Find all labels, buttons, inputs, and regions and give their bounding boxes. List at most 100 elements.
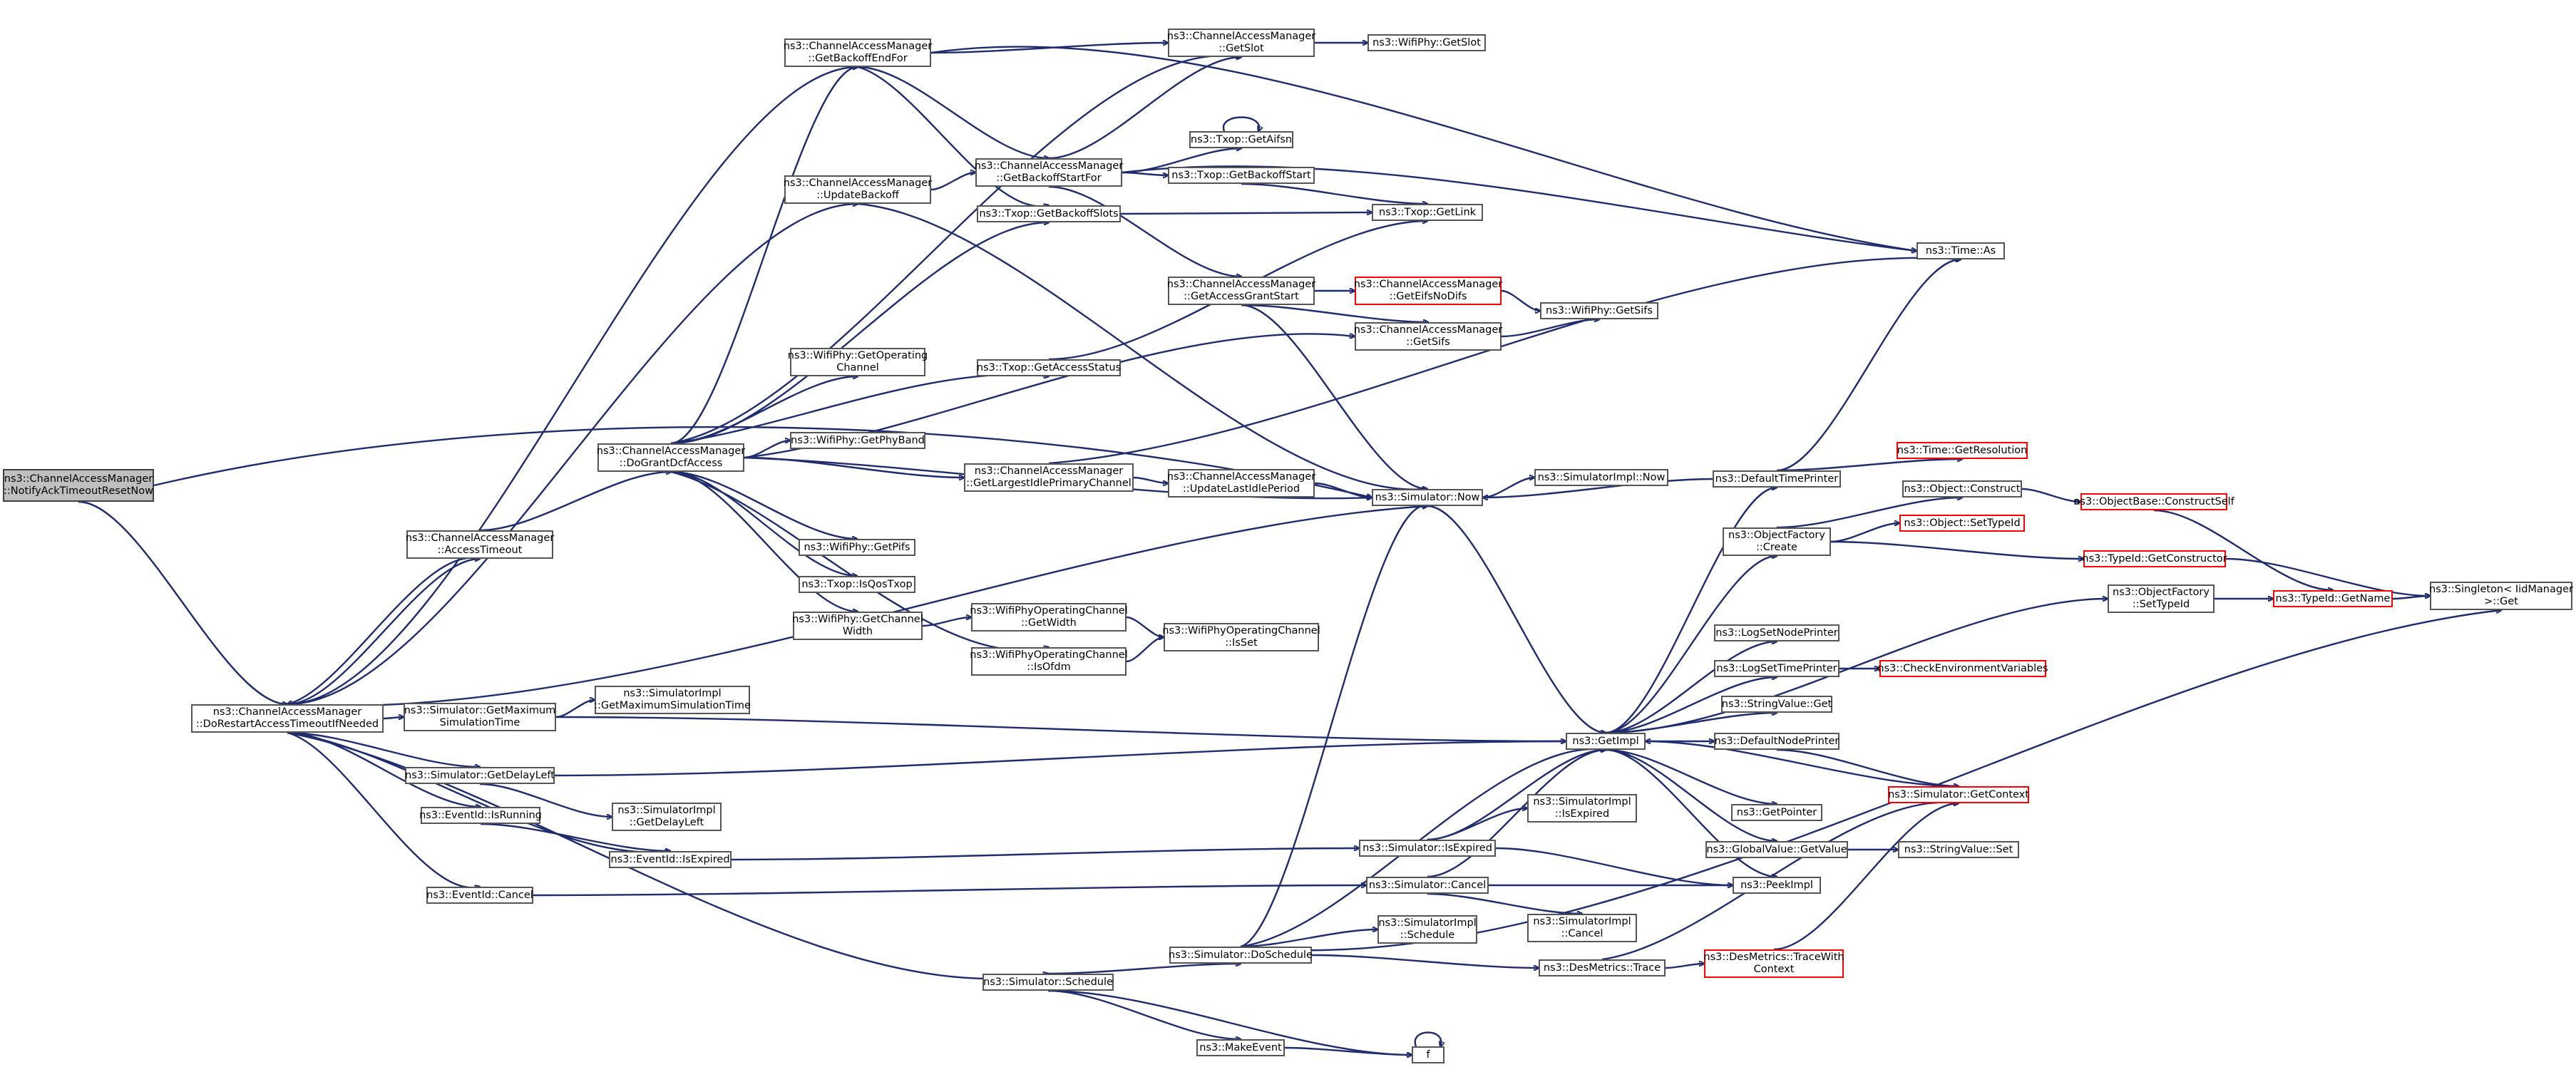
node-label: ns3::WifiPhy::GetChannel (792, 614, 923, 625)
call-edge (2153, 509, 2333, 590)
node-typeid-get-constructor[interactable]: ns3::TypeId::GetConstructor (2082, 550, 2227, 567)
node-simulator-is-expired[interactable]: ns3::Simulator::IsExpired (1359, 840, 1496, 857)
node-simulator-get-delay-left[interactable]: ns3::Simulator::GetDelayLeft (405, 767, 555, 784)
node-simulator-cancel[interactable]: ns3::Simulator::Cancel (1366, 877, 1489, 894)
node-time-as[interactable]: ns3::Time::As (1916, 242, 2005, 259)
node-get-impl[interactable]: ns3::GetImpl (1566, 733, 1646, 750)
node-log-set-time-printer[interactable]: ns3::LogSetTimePrinter (1714, 660, 1839, 677)
node-eventid-is-expired[interactable]: ns3::EventId::IsExpired (609, 851, 732, 868)
node-f[interactable]: f (1412, 1046, 1444, 1063)
node-operating-channel-is-set[interactable]: ns3::WifiPhyOperatingChannel::IsSet (1162, 623, 1320, 651)
node-notify-ack-timeout-reset-now[interactable]: ns3::ChannelAccessManager::NotifyAckTime… (3, 469, 154, 502)
node-label: ::Create (1756, 542, 1797, 553)
node-singleton-iidmanager-get[interactable]: ns3::Singleton< IidManager>::Get (2429, 582, 2573, 610)
node-label: >::Get (2484, 596, 2518, 607)
node-string-value-set[interactable]: ns3::StringValue::Set (1898, 841, 2019, 858)
node-eventid-cancel[interactable]: ns3::EventId::Cancel (426, 887, 533, 904)
node-check-environment-variables[interactable]: ns3::CheckEnvironmentVariables (1877, 660, 2048, 677)
node-label: ns3::ChannelAccessManager (974, 160, 1124, 172)
node-default-node-printer[interactable]: ns3::DefaultNodePrinter (1714, 733, 1839, 750)
node-time-get-resolution[interactable]: ns3::Time::GetResolution (1897, 442, 2028, 459)
node-simulatorimpl-get-maximum-simulation-time[interactable]: ns3::SimulatorImpl::GetMaximumSimulation… (594, 686, 751, 714)
node-access-timeout[interactable]: ns3::ChannelAccessManager::AccessTimeout (406, 530, 554, 559)
node-simulatorimpl-get-delay-left[interactable]: ns3::SimulatorImpl::GetDelayLeft (612, 803, 722, 831)
call-edge (1314, 482, 1372, 498)
node-get-access-grant-start[interactable]: ns3::ChannelAccessManager::GetAccessGran… (1167, 277, 1315, 305)
node-desmetrics-trace[interactable]: ns3::DesMetrics::Trace (1539, 959, 1666, 976)
node-get-phy-band[interactable]: ns3::WifiPhy::GetPhyBand (790, 432, 925, 449)
node-object-factory-create[interactable]: ns3::ObjectFactory::Create (1723, 527, 1831, 556)
node-cam-get-sifs[interactable]: ns3::ChannelAccessManager::GetSifs (1354, 322, 1502, 351)
call-edge (1605, 748, 1777, 804)
node-update-backoff[interactable]: ns3::ChannelAccessManager::UpdateBackoff (783, 175, 933, 204)
call-edge (1047, 989, 1412, 1055)
node-simulatorimpl-schedule[interactable]: ns3::SimulatorImpl::Schedule (1377, 915, 1477, 944)
node-make-event[interactable]: ns3::MakeEvent (1196, 1039, 1285, 1056)
node-object-base-construct-self[interactable]: ns3::ObjectBase::ConstructSelf (2073, 493, 2234, 510)
node-get-backoff-start-for[interactable]: ns3::ChannelAccessManager::GetBackoffSta… (974, 158, 1124, 187)
node-do-grant-dcf-access[interactable]: ns3::ChannelAccessManager::DoGrantDcfAcc… (597, 443, 745, 472)
node-label: ::Schedule (1400, 929, 1455, 941)
node-update-last-idle-period[interactable]: ns3::ChannelAccessManager::UpdateLastIdl… (1167, 469, 1315, 498)
node-cam-get-slot[interactable]: ns3::ChannelAccessManager::GetSlot (1166, 29, 1316, 57)
node-txop-get-aifsn[interactable]: ns3::Txop::GetAifsn (1189, 131, 1293, 148)
call-edge (1776, 498, 1962, 529)
node-label: ns3::ChannelAccessManager (1353, 279, 1503, 290)
node-log-set-node-printer[interactable]: ns3::LogSetNodePrinter (1714, 624, 1839, 641)
node-label: ns3::WifiPhyOperatingChannel (1162, 625, 1320, 636)
node-label: ns3::ObjectFactory (1728, 530, 1825, 541)
node-object-set-typeid[interactable]: ns3::Object::SetTypeId (1899, 515, 2025, 532)
node-simulatorimpl-is-expired[interactable]: ns3::SimulatorImpl::IsExpired (1527, 794, 1637, 823)
node-label: ns3::ChannelAccessManager (783, 177, 933, 189)
node-string-value-get[interactable]: ns3::StringValue::Get (1721, 696, 1832, 713)
node-default-time-printer[interactable]: ns3::DefaultTimePrinter (1713, 470, 1841, 488)
node-typeid-get-name[interactable]: ns3::TypeId::GetName (2273, 590, 2393, 607)
node-txop-get-backoff-start[interactable]: ns3::Txop::GetBackoffStart (1168, 167, 1315, 184)
node-simulatorimpl-now[interactable]: ns3::SimulatorImpl::Now (1534, 469, 1668, 486)
node-global-value-get-value[interactable]: ns3::GlobalValue::GetValue (1705, 841, 1848, 858)
call-edge (922, 617, 971, 627)
node-object-factory-set-typeid[interactable]: ns3::ObjectFactory::SetTypeId (2108, 584, 2215, 613)
node-label: ns3::DesMetrics::Trace (1543, 962, 1661, 974)
node-get-largest-idle-primary-channel[interactable]: ns3::ChannelAccessManager::GetLargestIdl… (964, 463, 1134, 492)
node-get-eifs-no-difs[interactable]: ns3::ChannelAccessManager::GetEifsNoDifs (1353, 277, 1503, 305)
node-wifiphy-get-slot[interactable]: ns3::WifiPhy::GetSlot (1367, 34, 1486, 51)
node-get-pointer[interactable]: ns3::GetPointer (1731, 804, 1822, 821)
node-label: ns3::WifiPhy::GetSifs (1546, 304, 1653, 316)
node-txop-get-access-status[interactable]: ns3::Txop::GetAccessStatus (977, 359, 1121, 376)
node-label: ::GetDelayLeft (629, 817, 704, 828)
node-get-pifs[interactable]: ns3::WifiPhy::GetPifs (799, 539, 915, 556)
node-peek-impl[interactable]: ns3::PeekImpl (1733, 877, 1821, 894)
node-operating-channel-get-width[interactable]: ns3::WifiPhyOperatingChannel::GetWidth (970, 603, 1128, 632)
node-label: ns3::Txop::IsQosTxop (801, 578, 913, 590)
node-is-qos-txop[interactable]: ns3::Txop::IsQosTxop (799, 576, 915, 593)
node-label: ns3::Simulator::DoSchedule (1169, 949, 1313, 961)
node-wifiphy-get-sifs[interactable]: ns3::WifiPhy::GetSifs (1540, 302, 1658, 319)
node-eventid-is-running[interactable]: ns3::EventId::IsRunning (419, 807, 542, 824)
node-label: ns3::LogSetTimePrinter (1716, 662, 1837, 674)
node-txop-get-link[interactable]: ns3::Txop::GetLink (1372, 204, 1483, 221)
node-object-construct[interactable]: ns3::Object::Construct (1902, 480, 2022, 498)
call-edge (1501, 289, 1540, 311)
node-simulator-now[interactable]: ns3::Simulator::Now (1372, 489, 1483, 506)
node-label: ns3::Singleton< IidManager (2429, 584, 2573, 595)
node-label: ::GetSifs (1406, 336, 1450, 348)
call-edge (670, 470, 857, 576)
call-edge (1601, 803, 1959, 961)
node-get-backoff-end-for[interactable]: ns3::ChannelAccessManager::GetBackoffEnd… (784, 38, 932, 67)
node-simulator-schedule[interactable]: ns3::Simulator::Schedule (982, 974, 1114, 991)
node-do-restart-access-timeout-if-needed[interactable]: ns3::ChannelAccessManager::DoRestartAcce… (191, 704, 384, 733)
node-label: ns3::SimulatorImpl (1533, 916, 1631, 927)
node-label: ::IsOfdm (1027, 661, 1071, 673)
node-simulator-do-schedule[interactable]: ns3::Simulator::DoSchedule (1169, 947, 1313, 964)
node-simulator-get-context[interactable]: ns3::Simulator::GetContext (1888, 786, 2029, 803)
node-simulatorimpl-cancel[interactable]: ns3::SimulatorImpl::Cancel (1527, 914, 1637, 942)
node-operating-channel-is-ofdm[interactable]: ns3::WifiPhyOperatingChannel::IsOfdm (970, 647, 1128, 676)
call-edge (480, 823, 670, 851)
node-label: ns3::ChannelAccessManager (1166, 31, 1316, 42)
node-txop-get-backoff-slots[interactable]: ns3::Txop::GetBackoffSlots (977, 205, 1121, 222)
